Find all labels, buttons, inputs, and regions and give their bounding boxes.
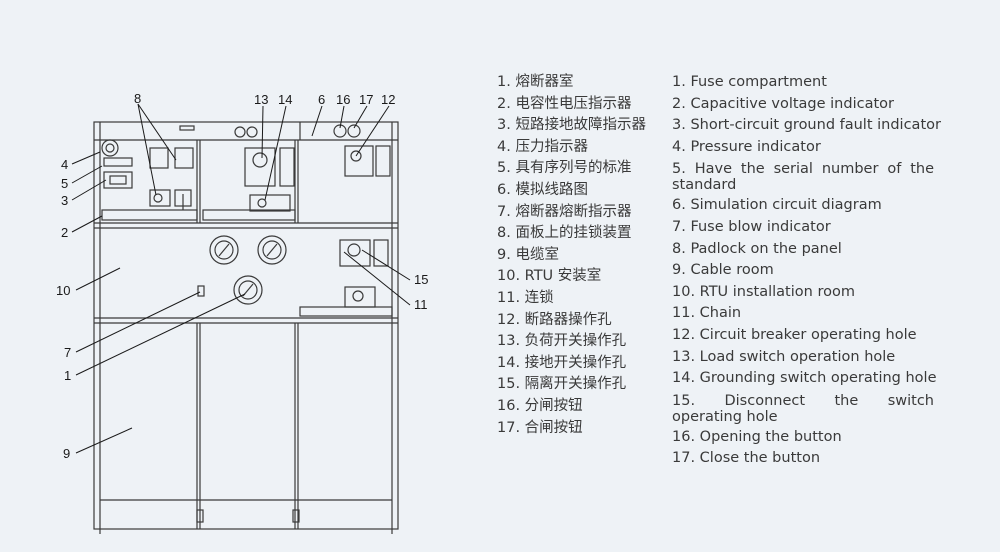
callout-8: 8 xyxy=(134,91,141,106)
legend-en-item: 2. Capacitive voltage indicator xyxy=(672,95,894,112)
callout-1: 1 xyxy=(64,368,71,383)
legend-cn-item: 6. 模拟线路图 xyxy=(497,181,588,198)
legend-cn-item: 16. 分闸按钮 xyxy=(497,397,583,414)
legend-en-item: 4. Pressure indicator xyxy=(672,138,821,155)
legend-en-item: 15. Disconnect the switch operating hole xyxy=(672,392,934,425)
legend-en-item: 16. Opening the button xyxy=(672,428,842,445)
callout-4: 4 xyxy=(61,157,68,172)
callout-3: 3 xyxy=(61,193,68,208)
callout-2: 2 xyxy=(61,225,68,240)
legend-chinese: 1. 熔断器室 2. 电容性电压指示器 3. 短路接地故障指示器 4. 压力指示… xyxy=(497,72,672,439)
callout-16: 16 xyxy=(336,92,350,107)
legend-en-item: 12. Circuit breaker operating hole xyxy=(672,326,917,343)
legend-en-item: 9. Cable room xyxy=(672,262,774,279)
callout-14: 14 xyxy=(278,92,292,107)
legend-cn-item: 4. 压力指示器 xyxy=(497,138,588,155)
legend-cn-item: 8. 面板上的挂锁装置 xyxy=(497,225,632,242)
legend-en-item: 6. Simulation circuit diagram xyxy=(672,197,882,214)
legend-cn-item: 9. 电缆室 xyxy=(497,246,559,263)
legend-en-item: 11. Chain xyxy=(672,305,742,322)
legend-en-item: 10. RTU installation room xyxy=(672,283,855,300)
legend-cn-item: 10. RTU 安装室 xyxy=(497,268,602,285)
legend-en-item: 13. Load switch operation hole xyxy=(672,348,896,365)
legend-cn-item: 12. 断路器操作孔 xyxy=(497,311,612,328)
callout-13: 13 xyxy=(254,92,268,107)
callout-17: 17 xyxy=(359,92,373,107)
callout-15: 15 xyxy=(414,272,428,287)
capacitive-indicator-strip xyxy=(101,209,198,221)
legend-en-item: 3. Short-circuit ground fault indicator xyxy=(672,117,941,134)
legend-cn-item: 7. 熔断器熔断指示器 xyxy=(497,203,632,220)
legend-en-item: 1. Fuse compartment xyxy=(672,74,827,90)
pressure-gauge xyxy=(101,139,119,157)
legend-cn-item: 1. 熔断器室 xyxy=(497,74,574,90)
callout-12: 12 xyxy=(381,92,395,107)
legend-cn-item: 17. 合闸按钮 xyxy=(497,419,583,436)
legend-english: 1. Fuse compartment 2. Capacitive voltag… xyxy=(672,72,941,470)
legend-en-item: 17. Close the button xyxy=(672,450,821,467)
callout-6: 6 xyxy=(318,92,325,107)
callout-7: 7 xyxy=(64,345,71,360)
legend-cn-item: 14. 接地开关操作孔 xyxy=(497,354,627,371)
legend-cn-item: 2. 电容性电压指示器 xyxy=(497,95,632,112)
legend-cn-item: 11. 连锁 xyxy=(497,289,554,306)
legend-cn-item: 5. 具有序列号的标准 xyxy=(497,160,632,177)
callout-10: 10 xyxy=(56,283,70,298)
legend-en-item: 14. Grounding switch operating hole xyxy=(672,370,937,387)
legend-en-item: 5. Have the serial number of the standar… xyxy=(672,161,934,194)
callout-11: 11 xyxy=(414,297,428,312)
legend-cn-item: 13. 负荷开关操作孔 xyxy=(497,333,627,350)
legend-en-item: 7. Fuse blow indicator xyxy=(672,218,831,235)
callout-5: 5 xyxy=(61,176,68,191)
switchgear-diagram: 8 13 14 6 16 17 12 4 5 3 2 10 7 1 9 15 1… xyxy=(56,91,428,534)
callout-9: 9 xyxy=(63,446,70,461)
legend-cn-item: 15. 隔离开关操作孔 xyxy=(497,376,627,393)
legend-en-item: 8. Padlock on the panel xyxy=(672,240,842,257)
cabinet-outline xyxy=(93,121,399,530)
legend-cn-item: 3. 短路接地故障指示器 xyxy=(497,117,646,134)
